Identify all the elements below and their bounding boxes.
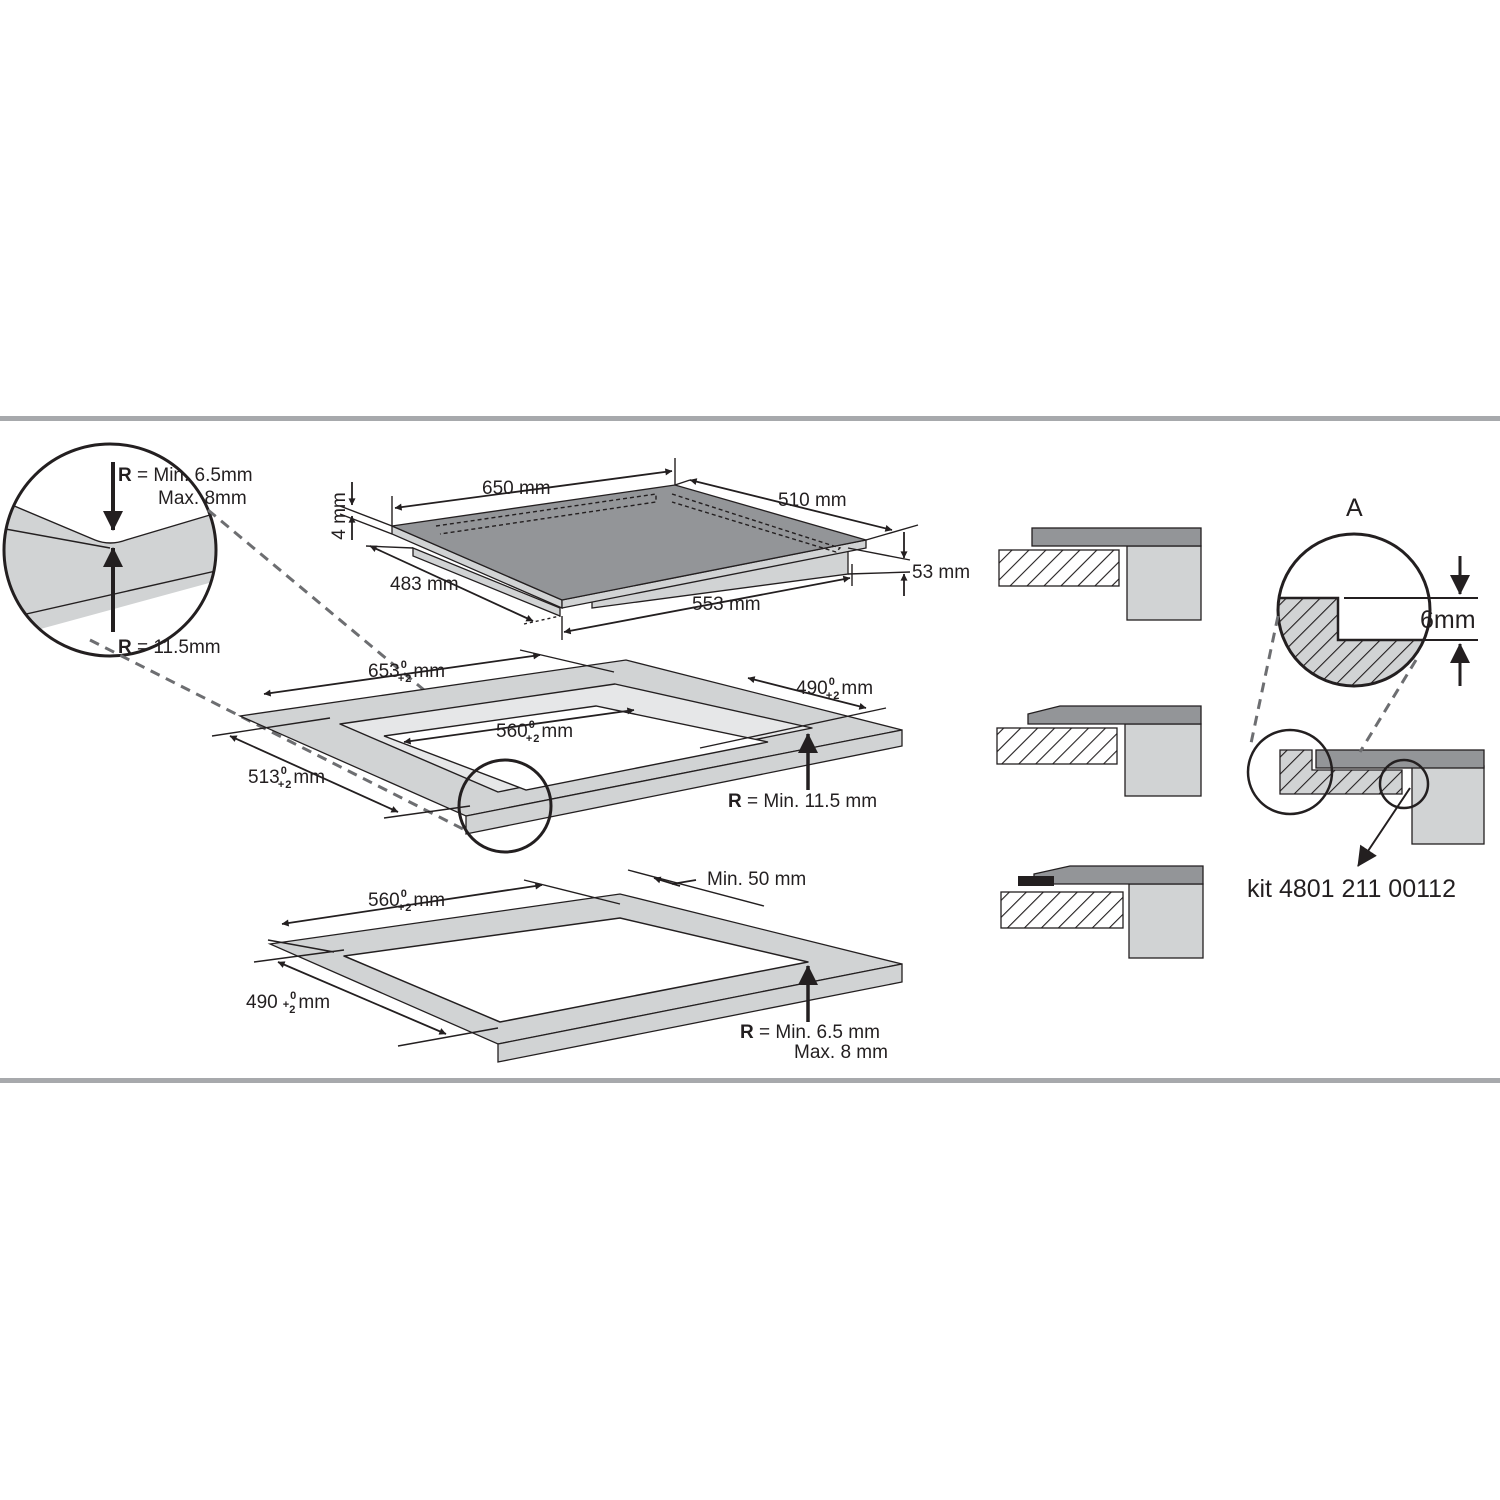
detail-a-label: A [1346,494,1363,522]
hob-body-depth-label: 483 mm [390,574,459,595]
standard-radius-label: R = Min. 6.5 mm [740,1022,880,1043]
section-flush-mount [996,705,1202,797]
kit-part-number: kit 4801 211 00112 [1247,875,1456,903]
standard-counter-front [497,963,903,1063]
bottom-separator-rule [0,1078,1500,1083]
standard-min-gap-label: Min. 50 mm [707,869,806,890]
hob-height-label: 53 mm [912,562,970,583]
detail-a-gap-label: 6mm [1420,606,1476,634]
hob-body-width-label: 553 mm [692,594,761,615]
hob-top-view: 650 mm 510 mm 4 mm 53 mm 483 mm 553 mm [329,458,970,640]
top-separator-rule [0,416,1500,421]
standard-cutout-hole [343,917,809,1023]
standard-radius-max-label: Max. 8 mm [794,1042,888,1063]
zoom-radius-top-label: R = Min. 6.5mm [118,465,253,486]
flush-radius-label: R = Min. 11.5 mm [728,791,877,812]
section-standard-mount [998,527,1202,621]
corner-radius-zoom: R = Min. 6.5mm Max. 8mm R = 11.5mm [2,442,253,658]
zoom-radius-bottom-label: R = 11.5mm [118,637,221,658]
section-raised-mount [1000,865,1204,959]
hob-width-label: 650 mm [482,478,551,499]
detail-a: A 6mm kit 4801 211 00112 [1246,494,1485,903]
zoom-radius-max-label: Max. 8mm [158,488,247,509]
hob-depth-label: 510 mm [778,490,847,511]
hob-thickness-label: 4 mm [329,492,350,540]
